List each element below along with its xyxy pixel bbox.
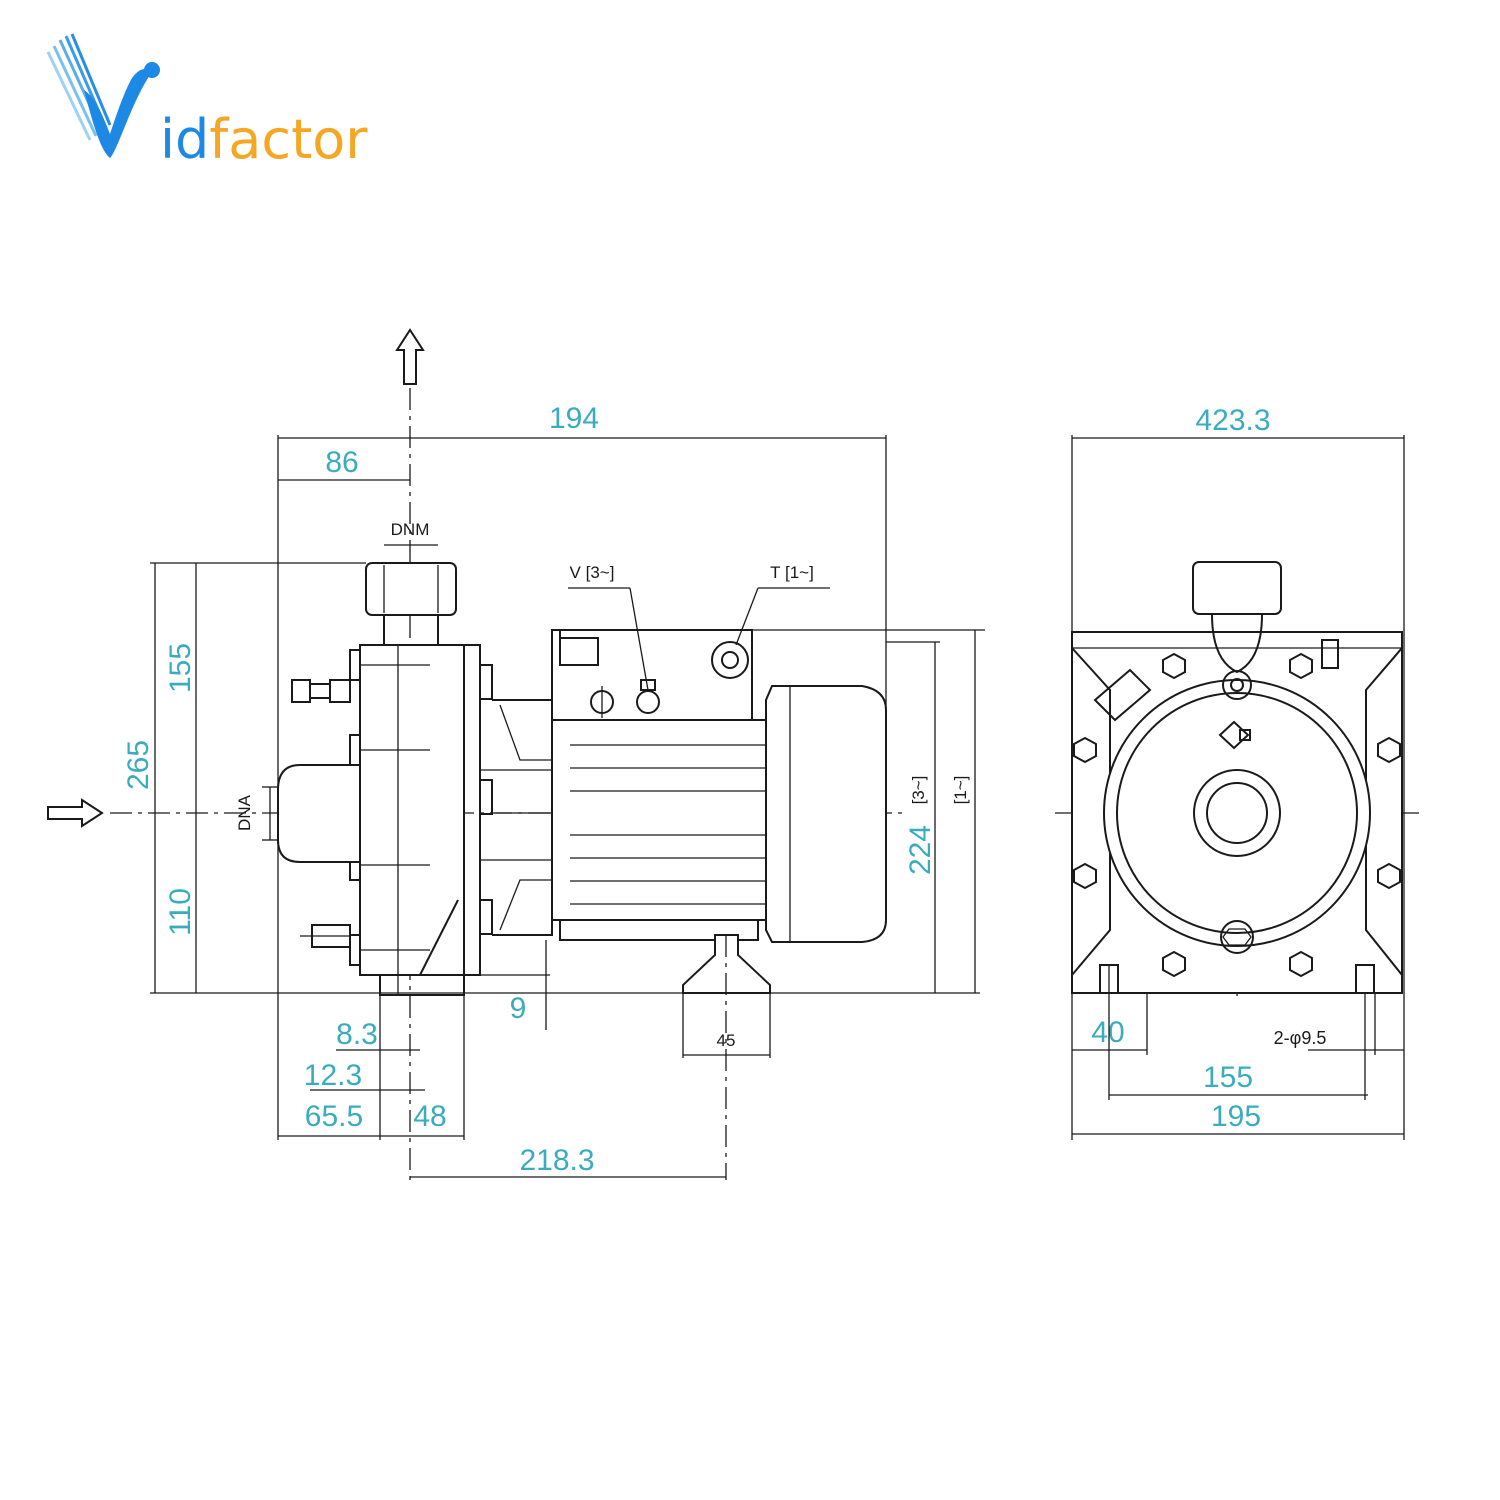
outlet-arrow-icon [395,328,425,385]
motor-body [551,719,767,921]
thermal-protector [711,641,749,679]
dim-155-front: 155 [1203,1061,1253,1094]
dim-423-3: 423.3 [1195,404,1270,437]
dim-8-3: 8.3 [336,1018,378,1051]
dim-9: 9 [510,992,527,1025]
dim-265: 265 [122,740,155,790]
dim-110: 110 [164,888,197,936]
top-plug [1222,670,1252,700]
dim-48: 48 [413,1100,446,1133]
priming-plug [291,679,351,948]
fan-cover [765,685,887,943]
front-view: 423.3 40 2-φ9.5 155 195 [1055,404,1425,1140]
dim-195: 195 [1211,1100,1261,1133]
label-v3: V [3~] [570,563,615,582]
label-dna: DNA [235,794,254,831]
pump-casing [359,644,465,976]
dim-65-5: 65.5 [305,1100,363,1133]
arrow-marker-icon [1218,720,1250,750]
label-dnm: DNM [391,520,430,539]
label-hole: 2-φ9.5 [1274,1028,1327,1048]
suction-hub [277,764,361,863]
label-t1: T [1~] [770,563,814,582]
drain-plug [1220,920,1254,954]
label-bracket-3: [3~] [909,776,928,805]
dim-86: 86 [325,446,358,479]
dim-224: 224 [904,825,937,875]
vidfactor-logo: idfactor idfactor [46,33,368,170]
cooling-fins [570,744,766,905]
dim-155: 155 [164,643,197,693]
dim-12-3: 12.3 [304,1059,362,1092]
dim-218-3: 218.3 [519,1144,594,1177]
motor-base [559,920,759,941]
dim-40: 40 [1091,1016,1124,1049]
dim-45: 45 [717,1031,736,1050]
front-discharge-nozzle [1192,561,1282,615]
logo-wordmark: idfactor [160,108,368,170]
label-bracket-1: [1~] [951,776,970,805]
dim-194: 194 [549,402,599,435]
discharge-nozzle [365,562,457,616]
side-view: 194 86 DNM 265 155 110 DNA V [3~] T [1~]… [47,328,985,1180]
bracket [492,699,553,936]
inlet-arrow-icon [47,798,104,828]
bird-wings-icon [46,33,160,158]
front-hex-bolts [1073,652,1401,978]
